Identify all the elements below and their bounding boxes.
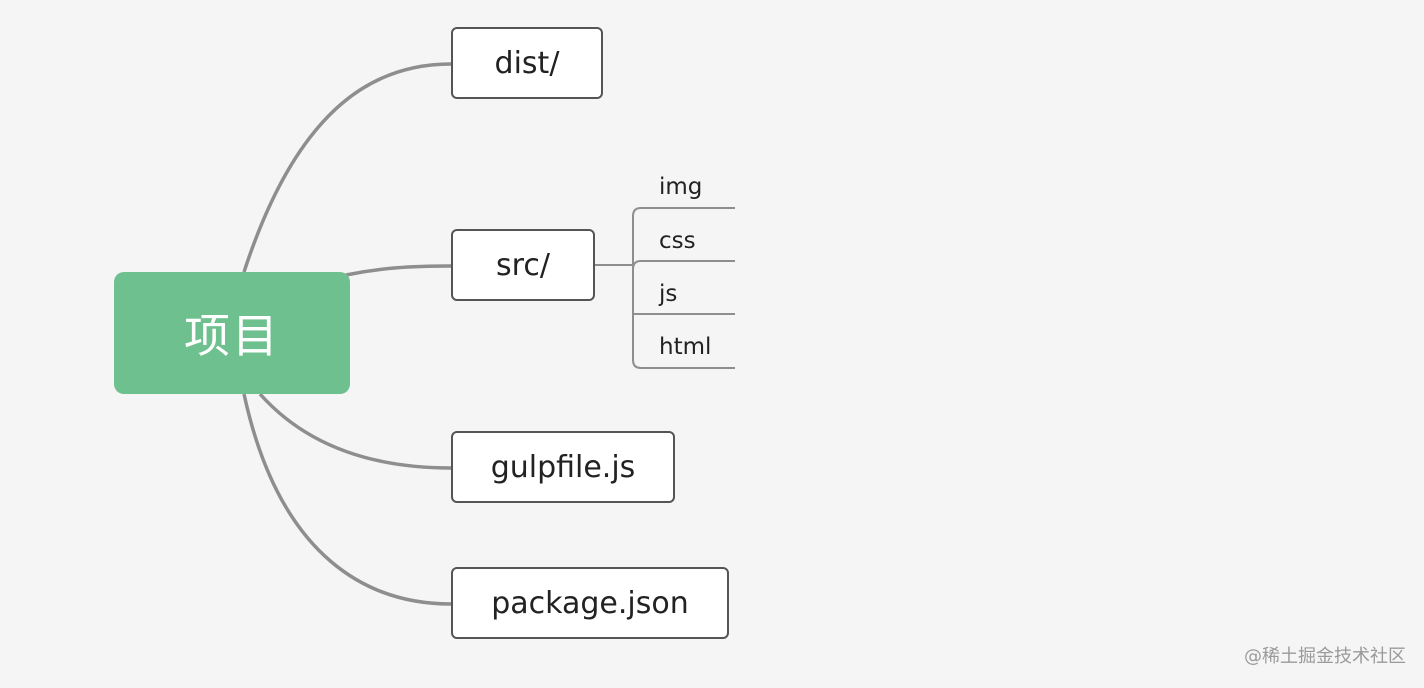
sub-node-css[interactable]: css	[659, 228, 696, 254]
connector-root-src	[345, 264, 452, 277]
connector-sub-css	[632, 260, 735, 270]
node-src[interactable]: src/	[451, 229, 595, 301]
node-gulpfile[interactable]: gulpfile.js	[451, 431, 675, 503]
node-dist[interactable]: dist/	[451, 27, 603, 99]
sub-node-js[interactable]: js	[659, 281, 678, 307]
node-package-json[interactable]: package.json	[451, 567, 729, 639]
connector-root-dist	[242, 62, 452, 273]
node-package-json-label: package.json	[491, 585, 689, 621]
sub-node-html[interactable]: html	[659, 334, 712, 360]
sub-node-img[interactable]: img	[659, 174, 703, 200]
node-dist-label: dist/	[494, 45, 560, 81]
connector-src-stem	[632, 207, 735, 369]
connector-root-package	[242, 393, 452, 606]
connector-root-gulpfile	[258, 392, 452, 470]
root-node[interactable]: 项目	[114, 272, 350, 394]
root-label: 项目	[184, 309, 280, 363]
node-gulpfile-label: gulpfile.js	[490, 449, 636, 485]
watermark: @稀土掘金技术社区	[1244, 646, 1406, 667]
node-src-label: src/	[496, 247, 550, 283]
